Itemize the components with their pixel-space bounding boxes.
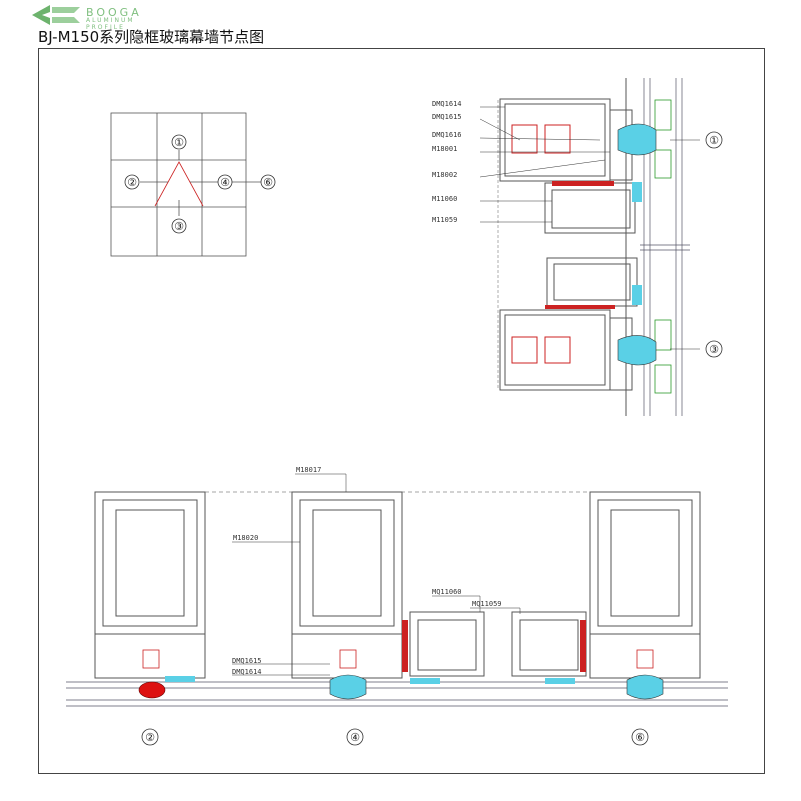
key-marker-4: ④	[220, 176, 230, 189]
page-title: BJ-M150系列隐框玻璃幕墙节点图	[38, 28, 265, 46]
key-marker-3: ③	[174, 220, 184, 233]
logo-brand: BOOGA	[86, 6, 142, 19]
key-marker-6: ⑥	[263, 176, 273, 189]
drawing-frame	[38, 48, 765, 774]
callout-6: ⑥	[635, 731, 645, 744]
part-label-m18001: M18001	[432, 145, 457, 153]
part-label-dmq1615-h: DMQ1615	[232, 657, 262, 665]
part-label-m18017: M18017	[296, 466, 321, 474]
key-marker-2: ②	[127, 176, 137, 189]
part-label-m18020: M18020	[233, 534, 258, 542]
part-label-dmq1614-h: DMQ1614	[232, 668, 262, 676]
vertical-section: DMQ1614 DMQ1615 DMQ1616 M18001 M18002 M1…	[432, 78, 723, 416]
part-label-mq11059: MQ11059	[472, 600, 502, 608]
part-label-dmq1615: DMQ1615	[432, 113, 462, 121]
callout-1: ①	[709, 134, 719, 147]
logo-mark-icon	[32, 5, 80, 25]
key-marker-1: ①	[174, 136, 184, 149]
part-label-mq11060: MQ11060	[432, 588, 462, 596]
part-label-dmq1614: DMQ1614	[432, 100, 462, 108]
part-label-m11059: M11059	[432, 216, 457, 224]
callout-4: ④	[350, 731, 360, 744]
horizontal-section: M18017 M18020 MQ11060 MQ11059 DMQ1615 DM…	[66, 466, 728, 746]
callout-2: ②	[145, 731, 155, 744]
key-plan	[110, 112, 262, 257]
brand-logo: BOOGA ALUMINUM PROFILE	[30, 4, 160, 31]
part-label-dmq1616: DMQ1616	[432, 131, 462, 139]
callout-3: ③	[709, 343, 719, 356]
part-label-m11060: M11060	[432, 195, 457, 203]
part-label-m18002: M18002	[432, 171, 457, 179]
key-plan-markers: ① ② ③ ④ ⑥	[124, 134, 276, 234]
logo-tagline: ALUMINUM PROFILE	[86, 17, 135, 31]
